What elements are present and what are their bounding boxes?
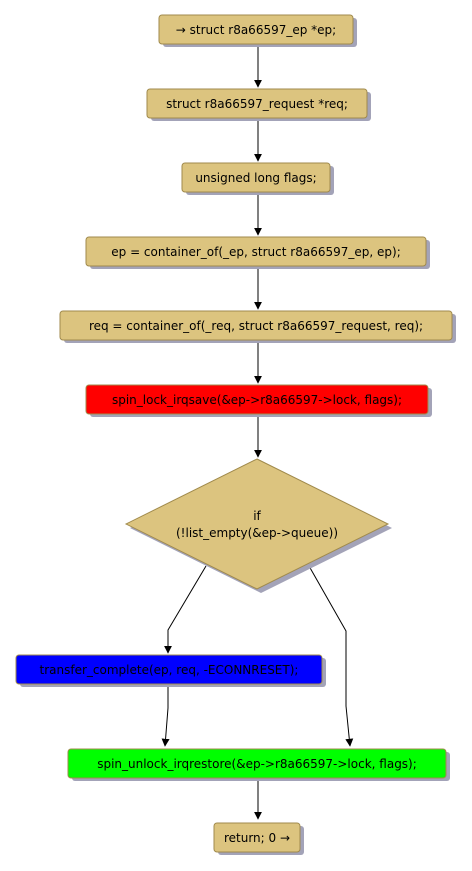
node-n1: → struct r8a66597_ep *ep; <box>158 14 357 47</box>
node-n2: struct r8a66597_request *req; <box>146 88 371 121</box>
node-n4: ep = container_of(_ep, struct r8a66597_e… <box>85 236 430 269</box>
node-n2-text: struct r8a66597_request *req; <box>166 97 348 111</box>
edge-d1-n8 <box>308 565 354 747</box>
node-n6: spin_lock_irqsave(&ep->r8a66597->lock, f… <box>85 384 432 417</box>
node-n9: return; 0 → <box>213 822 304 855</box>
node-n5-text: req = container_of(_req, struct r8a66597… <box>89 319 423 333</box>
decision-d1-line1: if <box>253 509 261 523</box>
node-n6-text: spin_lock_irqsave(&ep->r8a66597->lock, f… <box>112 393 402 407</box>
node-n9-text: return; 0 → <box>224 831 290 845</box>
decision-d1: if (!list_empty(&ep->queue)) <box>124 458 392 593</box>
node-n3-text: unsigned long flags; <box>195 171 316 185</box>
edge-n7-n8 <box>161 685 170 747</box>
node-n7-text: transfer_complete(ep, req, -ECONNRESET); <box>40 663 299 677</box>
node-n8: spin_unlock_irqrestore(&ep->r8a66597->lo… <box>67 748 450 781</box>
edge-d1-n7 <box>164 565 207 654</box>
node-n5: req = container_of(_req, struct r8a66597… <box>59 310 456 343</box>
edges <box>161 46 354 820</box>
node-n7: transfer_complete(ep, req, -ECONNRESET); <box>15 654 326 687</box>
node-n1-text: → struct r8a66597_ep *ep; <box>176 23 336 37</box>
decision-d1-line2: (!list_empty(&ep->queue)) <box>176 526 338 540</box>
node-n4-text: ep = container_of(_ep, struct r8a66597_e… <box>111 245 400 259</box>
node-n3: unsigned long flags; <box>181 162 334 195</box>
node-n8-text: spin_unlock_irqrestore(&ep->r8a66597->lo… <box>97 757 417 771</box>
